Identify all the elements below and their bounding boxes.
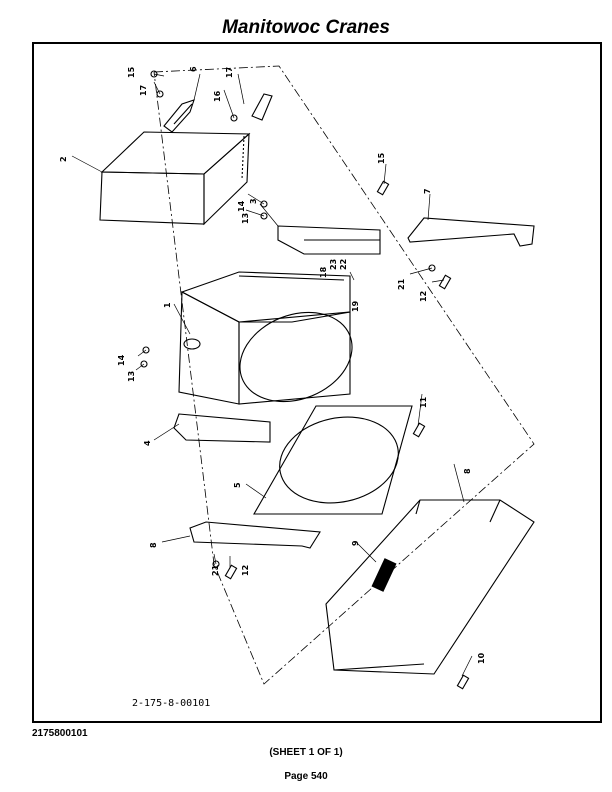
callout-21-label: 21 — [397, 278, 406, 290]
page-number: Page 540 — [284, 771, 328, 782]
part-2-panel — [99, 131, 251, 226]
callout-21-label: 21 — [211, 564, 220, 576]
callout-1-label: 1 — [163, 302, 172, 308]
part-1-shroud — [178, 271, 353, 405]
callout-15-label: 15 — [127, 66, 136, 78]
part-9-mesh-strip — [371, 558, 397, 592]
callout-8-label: 8 — [149, 542, 158, 548]
page-title: Manitowoc Cranes — [222, 17, 390, 38]
callout-22-label: 22 — [339, 259, 348, 270]
callout-10-label: 10 — [477, 652, 486, 664]
part-6-plate — [253, 405, 413, 515]
callout-6-label: 5 — [233, 482, 242, 488]
phantom-boundary-line — [153, 65, 535, 685]
part-5-bracket — [163, 93, 273, 133]
drawing-frame: 15 17 6 17 16 2 15 7 3 14 13 23 22 18 19… — [32, 42, 602, 723]
callout-18-label: 18 — [319, 266, 328, 278]
callout-12-label: 12 — [241, 565, 250, 576]
part-7-guard — [325, 499, 535, 675]
exploded-parts-drawing: 15 17 6 17 16 2 15 7 3 14 13 23 22 18 19… — [59, 65, 535, 709]
part-4-bracket — [173, 413, 271, 443]
document-code: 2175800101 — [32, 728, 88, 739]
part-8-upper-plate — [407, 217, 535, 247]
callout-5-label: 6 — [189, 66, 198, 72]
callout-14-label: 14 — [237, 200, 246, 212]
callout-15-label: 15 — [377, 152, 386, 164]
callout-3-label: 3 — [249, 198, 258, 204]
callout-4-label: 4 — [143, 440, 152, 446]
part-3-bracket — [277, 225, 381, 255]
callout-9-label: 9 — [351, 540, 360, 546]
part-8-lower-plate — [189, 521, 321, 549]
callout-17-label: 17 — [225, 67, 234, 78]
callout-8-label: 7 — [423, 188, 432, 194]
sheet-indicator: (SHEET 1 OF 1) — [269, 747, 343, 758]
callout-13-label: 13 — [241, 213, 250, 224]
callout-23-label: 23 — [329, 259, 338, 270]
callout-12-label: 12 — [419, 291, 428, 302]
callout-19-label: 19 — [351, 300, 360, 312]
callout-17-label: 17 — [139, 85, 148, 96]
callout-14-label: 14 — [117, 354, 126, 366]
callout-13-label: 13 — [127, 371, 136, 382]
callout-16-label: 16 — [213, 90, 222, 102]
callout-11-label: 11 — [419, 396, 428, 408]
drawing-number: 2-175-8-00101 — [132, 698, 210, 709]
callout-7-label: 8 — [463, 468, 472, 474]
fastener-hardware — [140, 70, 470, 690]
callout-2-label: 2 — [59, 156, 68, 162]
